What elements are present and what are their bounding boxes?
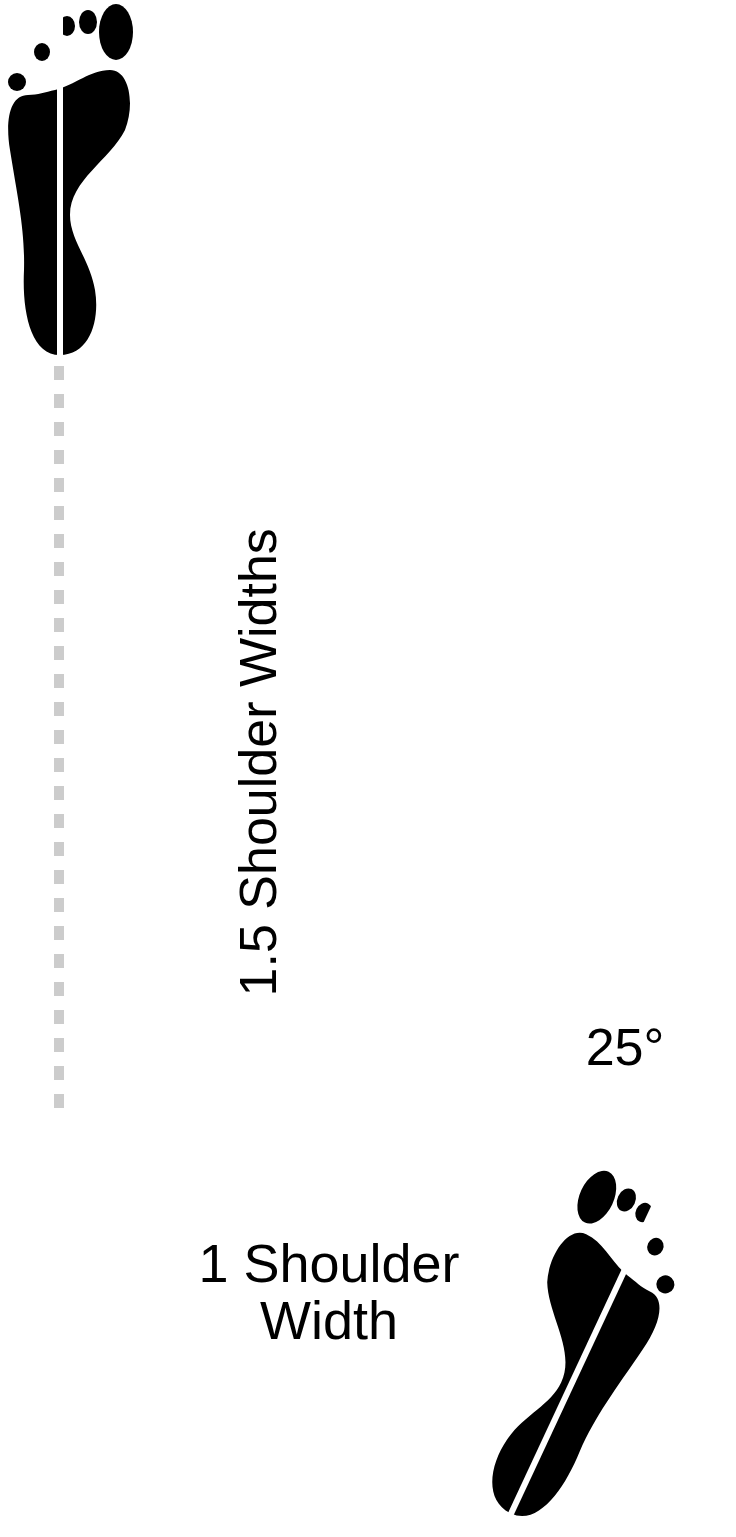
left-footprint	[8, 4, 133, 362]
angle-dimension: 25°	[586, 1020, 665, 1075]
width-dimension: 1 Shoulder Width	[179, 1235, 479, 1348]
right-footprint	[442, 1165, 707, 1537]
dashed-guide	[54, 366, 64, 1112]
distance-dimension: 1.5 Shoulder Widths	[231, 528, 286, 996]
